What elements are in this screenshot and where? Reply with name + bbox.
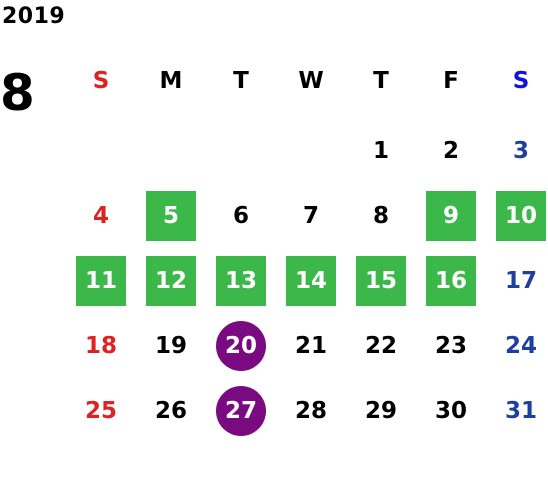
day-4[interactable]: 4 <box>92 203 109 229</box>
day-9[interactable]: 9 <box>426 191 476 241</box>
day-20[interactable]: 20 <box>216 321 266 371</box>
weekday-header-monday: M <box>159 68 183 94</box>
day-1[interactable]: 1 <box>372 138 389 164</box>
day-12[interactable]: 12 <box>146 256 196 306</box>
weekday-header-sunday: S <box>92 68 110 94</box>
year-label: 2019 <box>2 4 66 29</box>
weekday-header-tuesday: T <box>233 68 249 94</box>
weekday-header-friday: F <box>443 68 459 94</box>
day-10[interactable]: 10 <box>496 191 546 241</box>
day-2[interactable]: 2 <box>442 138 459 164</box>
day-21[interactable]: 21 <box>294 333 327 359</box>
weekday-header-thursday: T <box>373 68 389 94</box>
day-25[interactable]: 25 <box>84 398 117 424</box>
day-5[interactable]: 5 <box>146 191 196 241</box>
day-30[interactable]: 30 <box>434 398 467 424</box>
day-15[interactable]: 15 <box>356 256 406 306</box>
day-23[interactable]: 23 <box>434 333 467 359</box>
weekday-header-saturday: S <box>512 68 530 94</box>
day-18[interactable]: 18 <box>84 333 117 359</box>
day-24[interactable]: 24 <box>504 333 537 359</box>
day-11[interactable]: 11 <box>76 256 126 306</box>
day-28[interactable]: 28 <box>294 398 327 424</box>
day-26[interactable]: 26 <box>154 398 187 424</box>
day-22[interactable]: 22 <box>364 333 397 359</box>
day-13[interactable]: 13 <box>216 256 266 306</box>
day-14[interactable]: 14 <box>286 256 336 306</box>
day-8[interactable]: 8 <box>372 203 389 229</box>
day-27[interactable]: 27 <box>216 386 266 436</box>
day-16[interactable]: 16 <box>426 256 476 306</box>
day-3[interactable]: 3 <box>512 138 529 164</box>
day-19[interactable]: 19 <box>154 333 187 359</box>
weekday-header-wednesday: W <box>298 68 324 94</box>
day-7[interactable]: 7 <box>302 203 319 229</box>
day-17[interactable]: 17 <box>504 268 537 294</box>
month-label: 8 <box>0 64 35 122</box>
day-31[interactable]: 31 <box>504 398 537 424</box>
day-6[interactable]: 6 <box>232 203 249 229</box>
day-29[interactable]: 29 <box>364 398 397 424</box>
